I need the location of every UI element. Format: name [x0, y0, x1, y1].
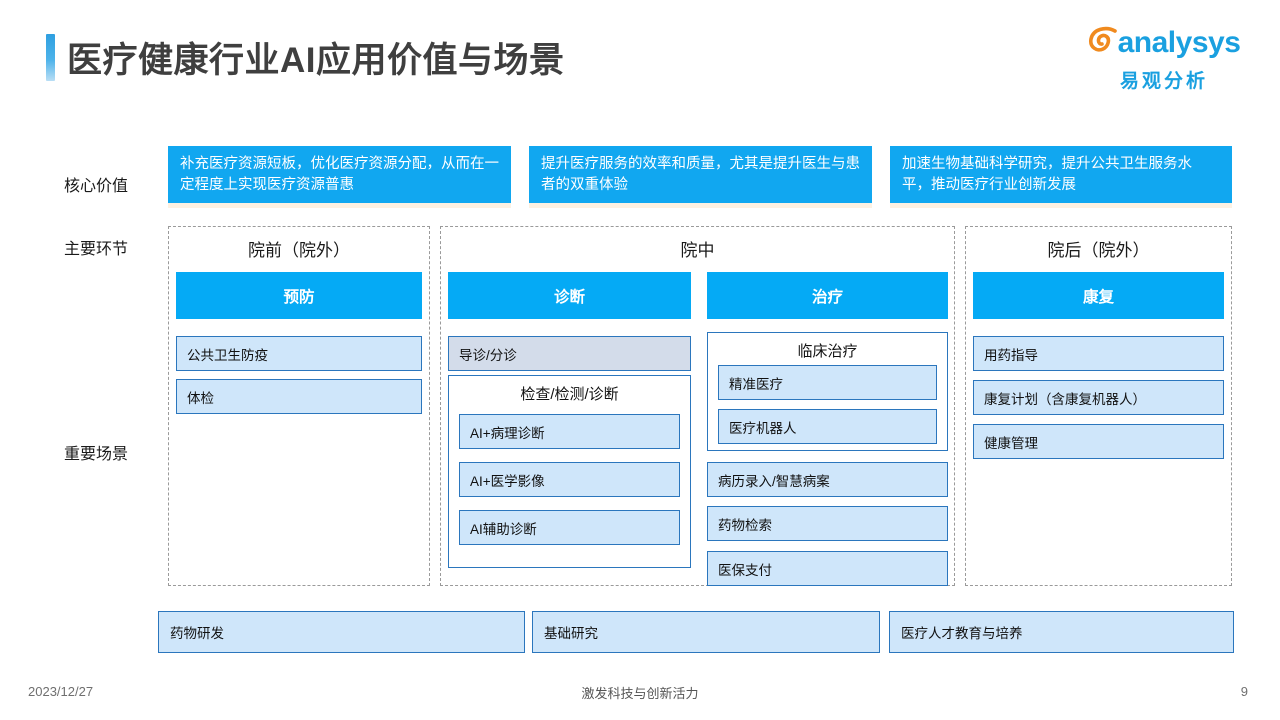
stage-title-in-hospital: 院中 — [680, 241, 715, 260]
core-value-card-3: 加速生物基础科学研究，提升公共卫生服务水平，推动医疗行业创新发展 — [890, 146, 1232, 203]
logo-chinese-name: 易观分析 — [1119, 71, 1208, 92]
logo-wordmark: analysys — [1117, 26, 1241, 59]
scenario-group-exam-test-diagnose: 检查/检测/诊断 AI+病理诊断 AI+医学影像 AI辅助诊断 — [448, 375, 691, 568]
row-label-key-scenarios: 重要场景 — [64, 446, 129, 463]
logo-wordmark-row: analysys — [1084, 24, 1244, 62]
analysys-swoosh-icon — [1088, 25, 1118, 62]
scenario-card-emr-entry[interactable]: 病历录入/智慧病案 — [707, 462, 948, 497]
page-title-text: 医疗健康行业AI应用价值与场景 — [67, 41, 565, 80]
scenario-card-precision-medicine[interactable]: 精准医疗 — [718, 365, 937, 400]
scenario-card-medical-robot[interactable]: 医疗机器人 — [718, 409, 937, 444]
phase-header-prevention: 预防 — [176, 272, 422, 319]
stage-title-pre-hospital: 院前（院外） — [248, 241, 350, 260]
footer-slogan: 激发科技与创新活力 — [581, 686, 699, 701]
title-accent-bar — [46, 34, 55, 81]
bottom-card-basic-research[interactable]: 基础研究 — [532, 611, 880, 653]
footer-date: 2023/12/27 — [28, 684, 94, 699]
scenario-card-physical-exam[interactable]: 体检 — [176, 379, 422, 414]
core-value-band: 补充医疗资源短板，优化医疗资源分配，从而在一定程度上实现医疗资源普惠 提升医疗服… — [168, 146, 1232, 208]
scenario-group-title-clinical: 临床治疗 — [797, 343, 858, 360]
scenario-group-clinical-treatment: 临床治疗 精准医疗 医疗机器人 — [707, 332, 948, 451]
bottom-card-drug-rnd[interactable]: 药物研发 — [158, 611, 525, 653]
phase-header-rehabilitation: 康复 — [973, 272, 1224, 319]
scenario-card-triage[interactable]: 导诊/分诊 — [448, 336, 691, 371]
row-label-main-stages: 主要环节 — [64, 241, 129, 258]
row-label-core-value: 核心价值 — [64, 178, 129, 195]
scenario-card-ai-assisted-diagnosis[interactable]: AI辅助诊断 — [459, 510, 680, 545]
scenario-card-insurance-payment[interactable]: 医保支付 — [707, 551, 948, 586]
core-value-card-1: 补充医疗资源短板，优化医疗资源分配，从而在一定程度上实现医疗资源普惠 — [168, 146, 511, 203]
brand-logo: analysys 易观分析 — [1084, 24, 1244, 93]
scenario-card-drug-retrieval[interactable]: 药物检索 — [707, 506, 948, 541]
bottom-card-talent-education[interactable]: 医疗人才教育与培养 — [889, 611, 1234, 653]
phase-header-treatment: 治疗 — [707, 272, 948, 319]
scenario-card-public-health[interactable]: 公共卫生防疫 — [176, 336, 422, 371]
page-title: 医疗健康行业AI应用价值与场景 — [46, 32, 565, 83]
scenario-card-ai-imaging[interactable]: AI+医学影像 — [459, 462, 680, 497]
core-value-card-2: 提升医疗服务的效率和质量，尤其是提升医生与患者的双重体验 — [529, 146, 872, 203]
stage-title-post-hospital: 院后（院外） — [1047, 241, 1150, 260]
footer-page-number: 9 — [1240, 684, 1248, 699]
scenario-card-health-management[interactable]: 健康管理 — [973, 424, 1224, 459]
scenario-card-rehab-plan[interactable]: 康复计划（含康复机器人） — [973, 380, 1224, 415]
scenario-card-ai-pathology[interactable]: AI+病理诊断 — [459, 414, 680, 449]
scenario-group-title-exam: 检查/检测/诊断 — [520, 386, 619, 403]
scenario-card-medication-guidance[interactable]: 用药指导 — [973, 336, 1224, 371]
phase-header-diagnosis: 诊断 — [448, 272, 691, 319]
